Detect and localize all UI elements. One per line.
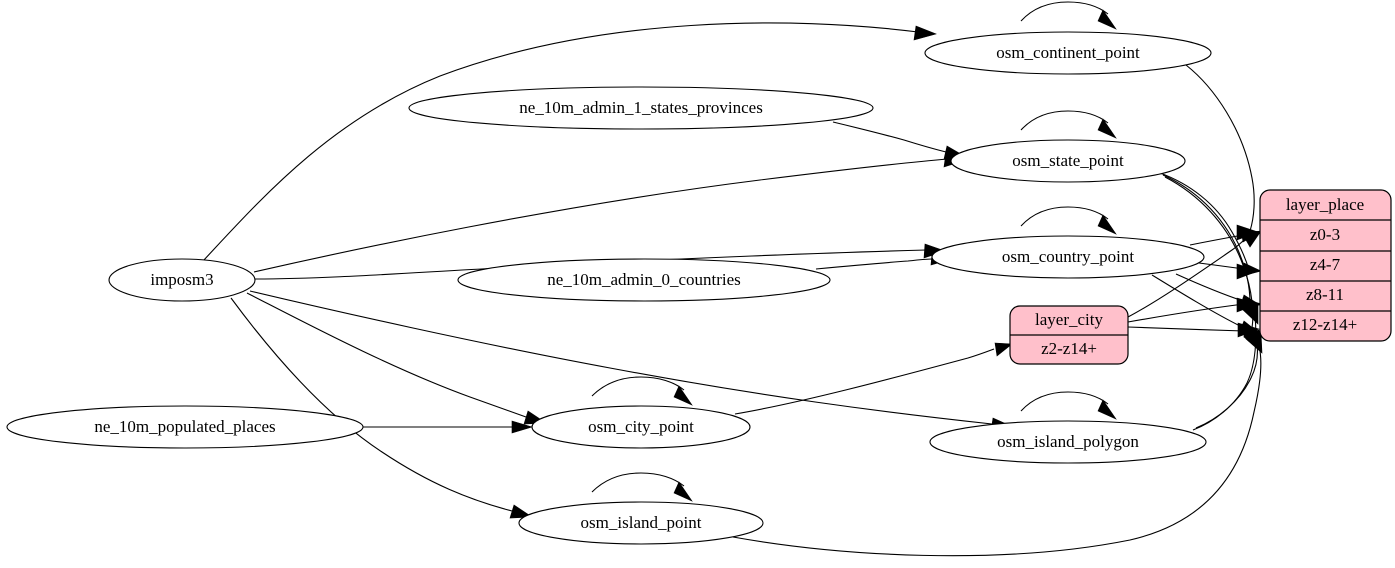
edge-osm_state_point-layer_place_z8 xyxy=(1162,174,1259,313)
node-label-ne_10m_admin_0_countries: ne_10m_admin_0_countries xyxy=(547,270,741,289)
record-row-layer_place_z0[interactable]: z0-3 xyxy=(1310,225,1340,244)
node-label-osm_island_polygon: osm_island_polygon xyxy=(997,432,1139,451)
record-title-layer_city: layer_city xyxy=(1035,310,1103,329)
node-label-imposm3: imposm3 xyxy=(150,270,213,289)
edge-osm_country_point-layer_place_z4 xyxy=(1198,262,1262,277)
node-label-osm_city_point: osm_city_point xyxy=(588,417,694,436)
record-layer_city[interactable]: layer_city z2-z14+ xyxy=(1009,305,1129,365)
record-layer_place[interactable]: layer_place z0-3 z4-7 z8-11 z12-z14+ xyxy=(1259,189,1392,342)
node-label-osm_island_point: osm_island_point xyxy=(581,513,702,532)
record-row-layer_place_z12[interactable]: z12-z14+ xyxy=(1293,315,1357,334)
node-osm_country_point[interactable]: osm_country_point xyxy=(931,235,1205,279)
node-osm_continent_point[interactable]: osm_continent_point xyxy=(924,31,1212,75)
node-label-osm_state_point: osm_state_point xyxy=(1012,151,1124,170)
node-osm_state_point[interactable]: osm_state_point xyxy=(950,139,1186,183)
record-row-layer_place_z8[interactable]: z8-11 xyxy=(1306,285,1344,304)
edge-osm_island_point-layer_place_z12 xyxy=(732,331,1263,557)
node-osm_island_point[interactable]: osm_island_point xyxy=(518,501,764,545)
edge-osm_island_polygon-layer_place_z8 xyxy=(1192,302,1259,431)
node-label-osm_continent_point: osm_continent_point xyxy=(996,43,1140,62)
node-label-ne_10m_populated_places: ne_10m_populated_places xyxy=(94,417,275,436)
edge-ne_10m_admin_1_states_provinces-osm_state_point xyxy=(832,121,967,160)
edge-osm_island_polygon-layer_place_z12 xyxy=(1195,329,1261,429)
edge-imposm3-osm_state_point xyxy=(253,152,967,273)
node-osm_island_polygon[interactable]: osm_island_polygon xyxy=(929,420,1207,464)
edge-ne_10m_populated_places-osm_city_point xyxy=(363,420,534,434)
edge-imposm3-osm_island_point xyxy=(230,297,533,519)
edge-self-osm_country_point xyxy=(1020,206,1117,235)
node-ne_10m_populated_places[interactable]: ne_10m_populated_places xyxy=(6,405,364,449)
node-label-ne_10m_admin_1_states_provinces: ne_10m_admin_1_states_provinces xyxy=(519,98,763,117)
edge-imposm3-osm_continent_point xyxy=(202,22,937,262)
edge-self-osm_city_point xyxy=(591,376,693,406)
node-layer: imposm3 ne_10m_admin_1_states_provinces … xyxy=(6,31,1212,545)
record-title-layer_place: layer_place xyxy=(1286,195,1364,214)
edge-self-osm_state_point xyxy=(1020,110,1117,139)
node-ne_10m_admin_1_states_provinces[interactable]: ne_10m_admin_1_states_provinces xyxy=(408,86,874,130)
node-label-osm_country_point: osm_country_point xyxy=(1002,247,1134,266)
edge-ne_10m_admin_0_countries-osm_country_point xyxy=(815,252,954,270)
node-imposm3[interactable]: imposm3 xyxy=(108,258,256,302)
edge-self-osm_continent_point xyxy=(1020,1,1117,30)
record-row-layer_place_z4[interactable]: z4-7 xyxy=(1310,255,1341,274)
record-layer: layer_city z2-z14+ layer_place z0-3 z4-7… xyxy=(1009,189,1392,365)
node-osm_city_point[interactable]: osm_city_point xyxy=(531,405,751,449)
record-row-layer_city_z2[interactable]: z2-z14+ xyxy=(1041,339,1097,358)
edge-self-osm_island_point xyxy=(591,472,693,502)
edge-osm_city_point-layer_city_z2 xyxy=(734,342,1013,415)
node-ne_10m_admin_0_countries[interactable]: ne_10m_admin_0_countries xyxy=(457,258,831,302)
edge-imposm3-osm_city_point xyxy=(246,292,547,425)
edge-osm_continent_point-layer_place_z0 xyxy=(1185,64,1259,241)
edge-layer_city-layer_place_z0 xyxy=(1127,230,1262,318)
edge-self-osm_island_polygon xyxy=(1020,391,1117,420)
